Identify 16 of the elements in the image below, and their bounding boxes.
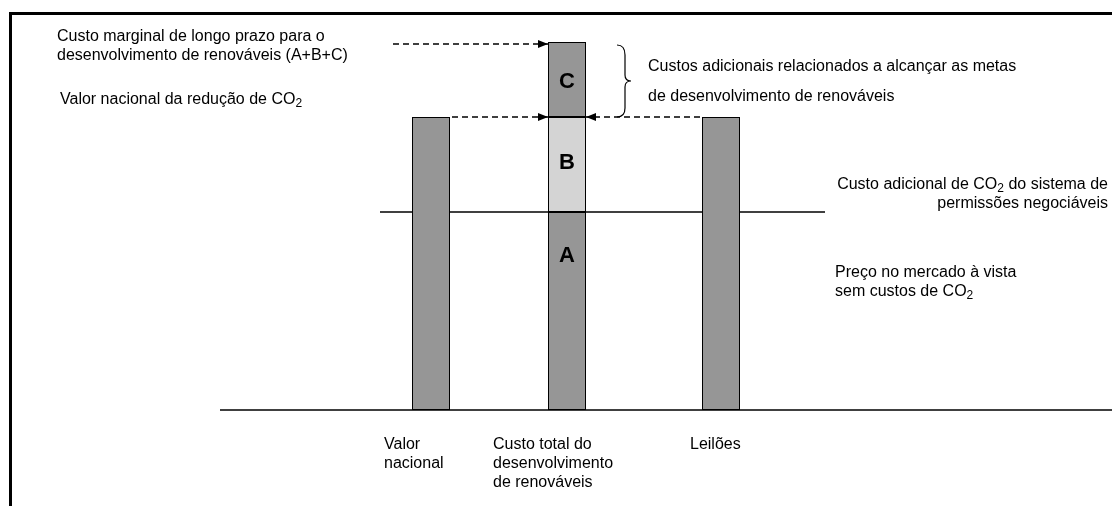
- text-label: Leilões: [690, 434, 742, 453]
- bar-segment: B: [548, 117, 586, 212]
- dashed-arrow: [451, 113, 549, 121]
- bar-segment: A: [548, 212, 586, 410]
- text-label: Custo adicional de CO$_{2}$ do sistema de permissões negociáveis: [836, 174, 1108, 212]
- text-label: Custo total do desenvolvimento de renováveis: [493, 434, 615, 491]
- bar: [702, 117, 740, 410]
- text-label: Valor nacional da redução de CO$_{2}$: [60, 89, 304, 108]
- text-label: Preço no mercado à vista sem custos de CO$_{2}$: [835, 262, 1018, 300]
- bar: [412, 117, 450, 410]
- dashed-arrow: [392, 40, 549, 48]
- annotation-text: Custo marginal de longo prazo para o desenvolvimento de renováveis (A+B+C): [57, 26, 387, 64]
- text-label: Custos adicionais relacionados a alcançar as metas de desenvolvimento de renováveis: [648, 56, 1018, 106]
- bar-segment: C: [548, 42, 586, 117]
- text-label: Valor nacional: [384, 434, 445, 472]
- dashed-arrow: [585, 113, 701, 121]
